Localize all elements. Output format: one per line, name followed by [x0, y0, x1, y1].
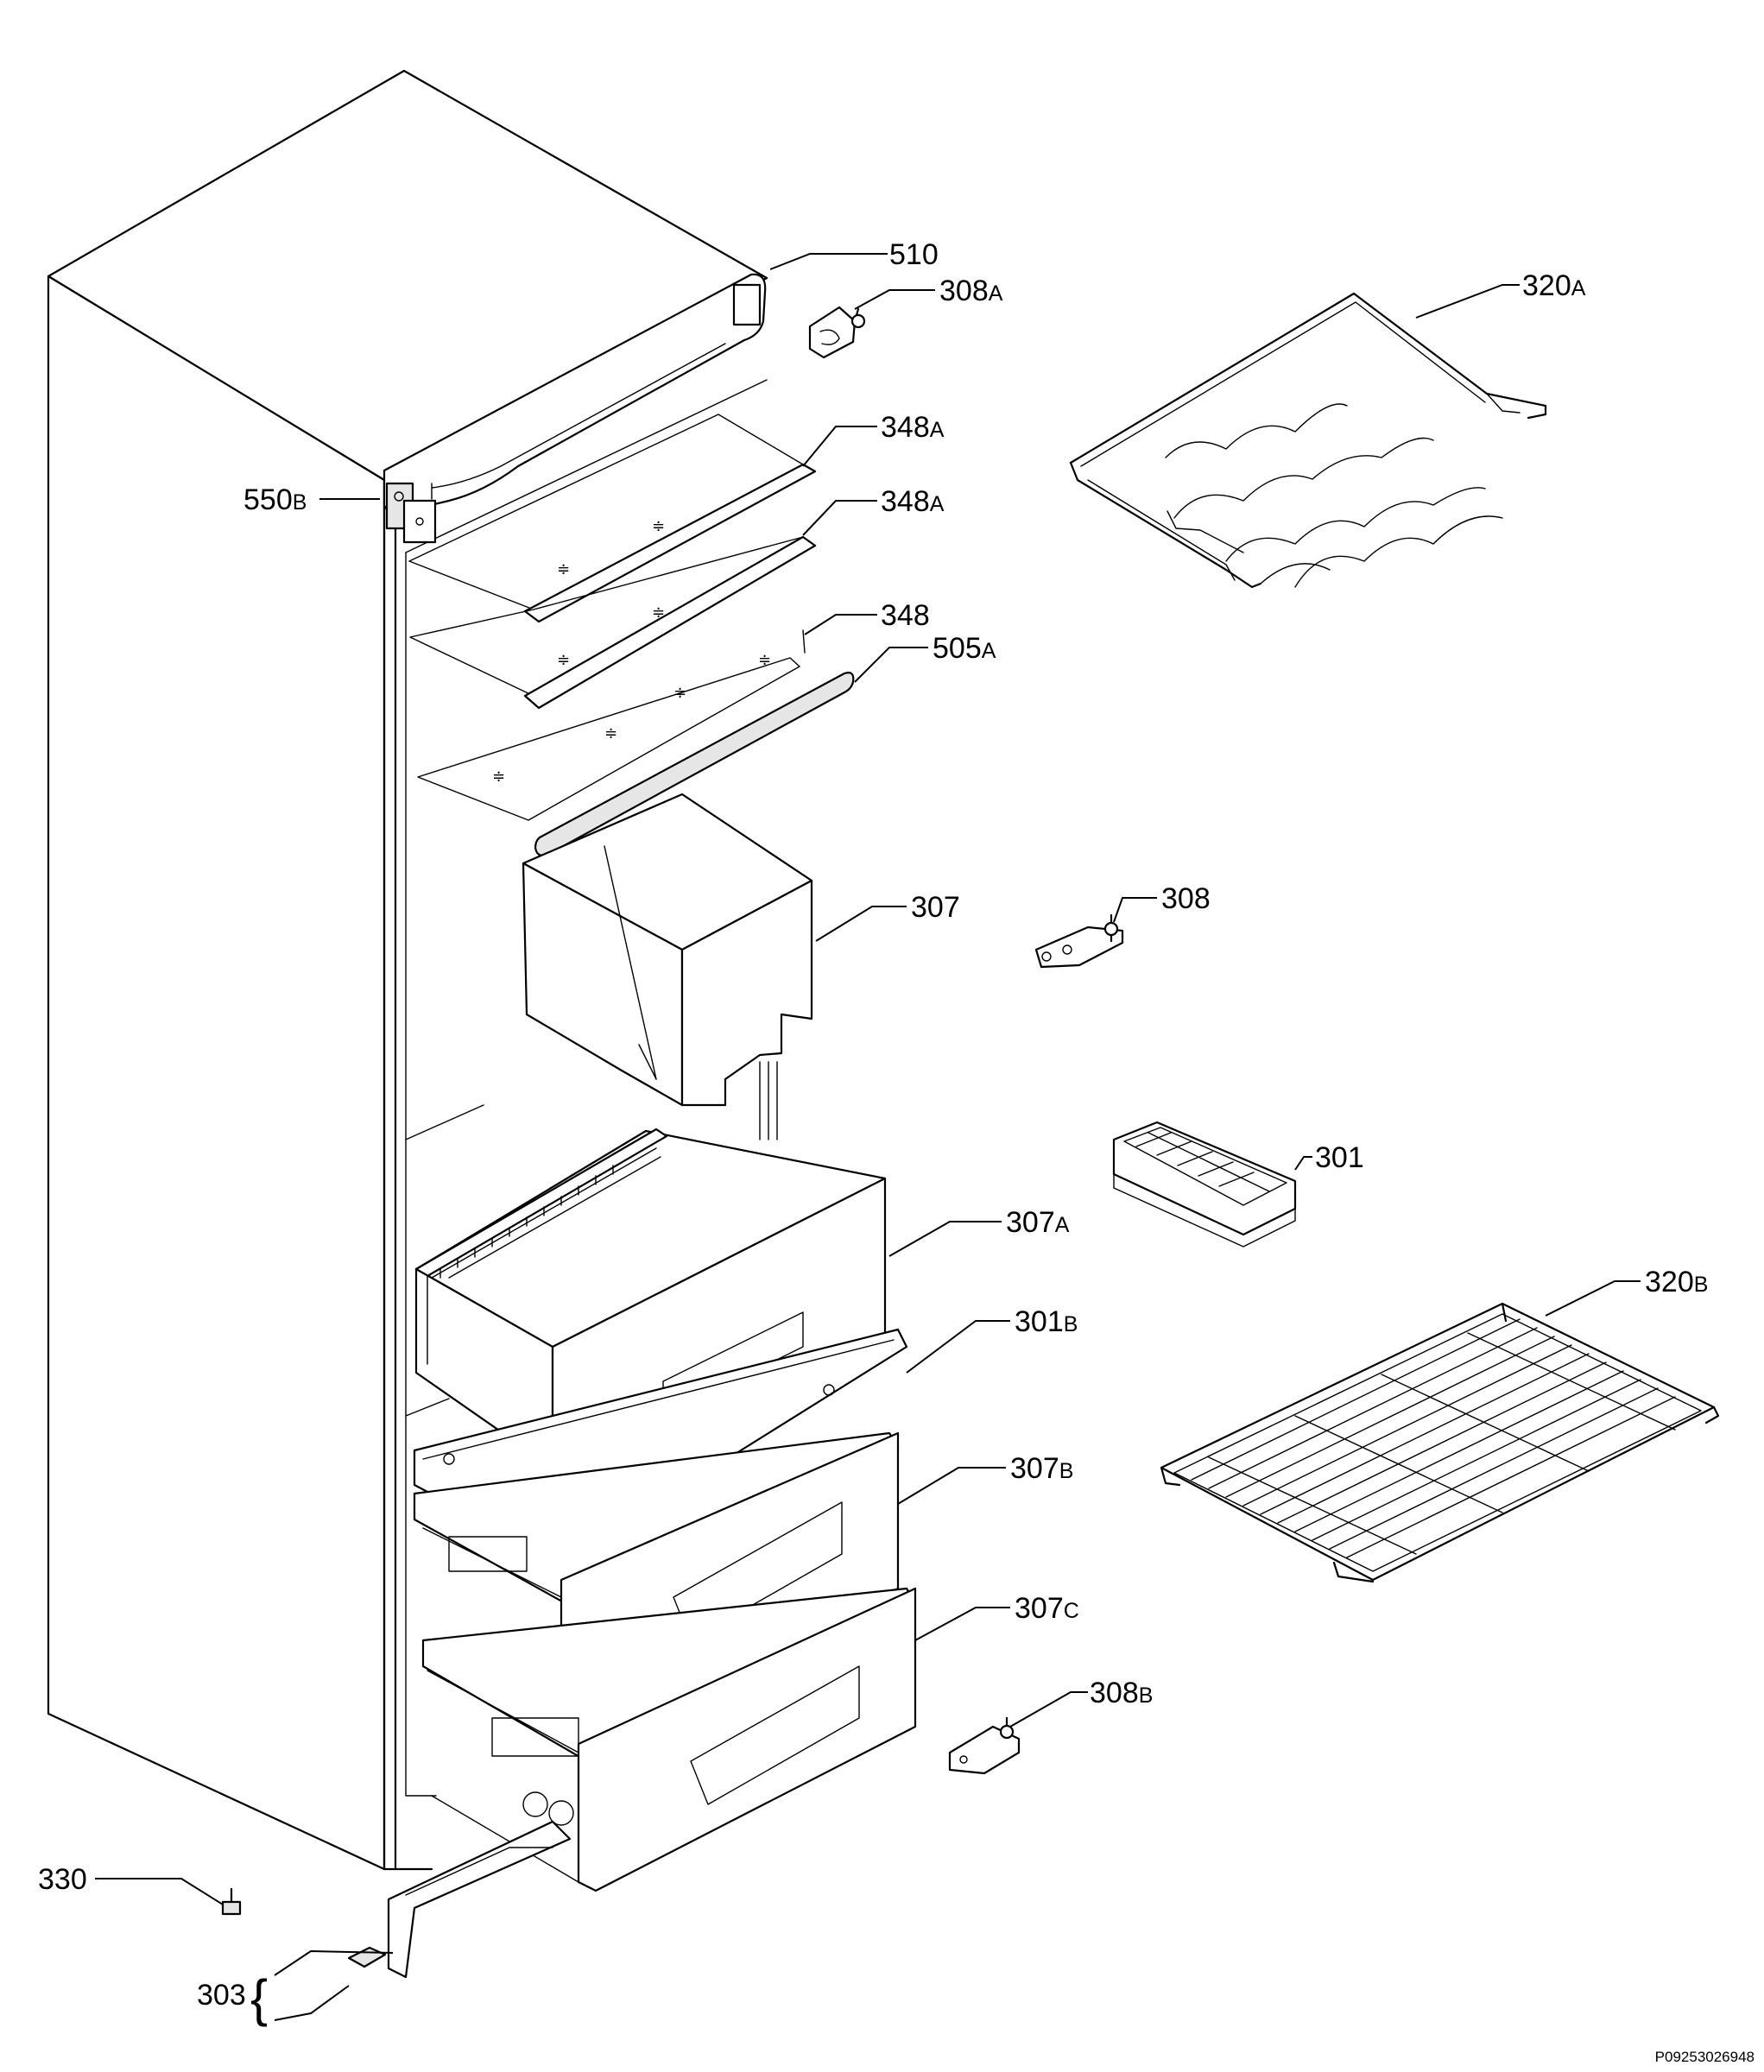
label-510: 510: [889, 238, 939, 271]
document-code: P09253026948: [1655, 2049, 1755, 2065]
part-330-foot: [221, 1887, 242, 1916]
part-308-hinge-bracket: [1034, 913, 1124, 969]
part-308a-hinge: [808, 306, 866, 359]
svg-text:≑: ≑: [492, 768, 505, 785]
label-308: 308: [1161, 882, 1211, 915]
part-308b-hinge: [948, 1716, 1021, 1775]
label-307: 307: [911, 891, 960, 924]
svg-text:≑: ≑: [557, 651, 570, 668]
label-348a-middle: 348A: [881, 485, 945, 518]
svg-text:≑: ≑: [652, 603, 665, 621]
label-308b: 308B: [1090, 1677, 1153, 1709]
label-330: 330: [38, 1863, 87, 1896]
part-320b-wire-shelf: [1160, 1302, 1720, 1583]
label-505a: 505A: [933, 632, 996, 665]
label-348: 348: [881, 599, 930, 632]
part-labels: 510 308A 320A 348A 348A 550B 348 505A 30…: [38, 238, 1708, 2027]
label-320b: 320B: [1645, 1266, 1708, 1298]
label-348a-upper: 348A: [881, 411, 945, 444]
part-348a-glass-shelf-middle: ≑ ≑: [409, 535, 817, 710]
label-320a: 320A: [1522, 269, 1586, 302]
part-505a-shelf-trim: [534, 672, 855, 857]
label-301: 301: [1315, 1141, 1364, 1174]
label-307b: 307B: [1010, 1452, 1073, 1485]
svg-text:≑: ≑: [673, 684, 686, 701]
leader-lines: [95, 253, 1641, 2021]
svg-text:≑: ≑: [758, 651, 771, 668]
part-307c-drawer: [421, 1587, 917, 1892]
part-510-hinge-cover: [383, 273, 767, 544]
bracket-303: {: [250, 1969, 268, 2027]
label-303: 303: [197, 1979, 246, 2012]
label-307a: 307A: [1006, 1206, 1070, 1239]
part-348-glass-shelf: ≑ ≑ ≑ ≑: [417, 629, 806, 821]
label-307c: 307C: [1015, 1592, 1079, 1625]
svg-text:≑: ≑: [557, 560, 570, 578]
label-308a: 308A: [939, 275, 1003, 307]
svg-text:≑: ≑: [604, 724, 617, 742]
svg-text:≑: ≑: [652, 517, 665, 534]
part-320a-wine-rack: [1069, 292, 1547, 589]
part-301-ice-tray: [1112, 1121, 1297, 1248]
part-307-bin: [522, 793, 813, 1140]
label-550b: 550B: [243, 483, 307, 516]
label-301b: 301B: [1015, 1305, 1078, 1338]
